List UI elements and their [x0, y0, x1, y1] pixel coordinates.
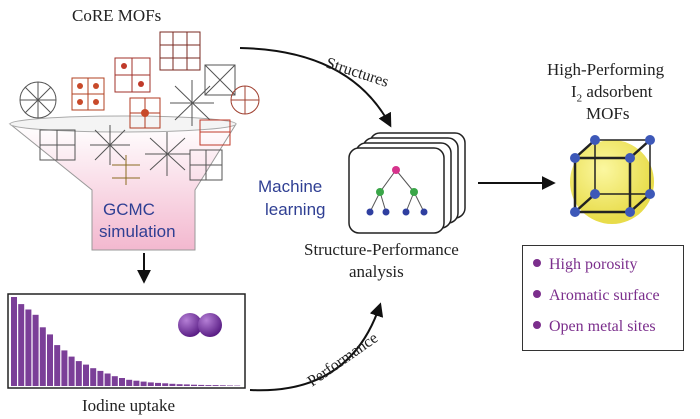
histogram-bar	[126, 379, 133, 386]
bullet-icon	[533, 321, 541, 330]
histogram-bar	[176, 384, 183, 386]
histogram-bars	[11, 297, 241, 387]
histogram-bar	[18, 304, 25, 386]
histogram-bar	[155, 382, 161, 386]
mof-structure-12	[189, 149, 223, 181]
result-label-line1: High-Performing	[547, 60, 665, 79]
mof-structure-5	[204, 64, 236, 96]
mof-structure-11	[145, 132, 190, 176]
mof-structure-7	[170, 80, 214, 126]
histogram-bar	[219, 385, 226, 386]
histogram-bar	[183, 384, 190, 386]
arrow-performance	[249, 302, 384, 392]
histogram-bar	[104, 373, 111, 386]
histogram-bar	[140, 381, 147, 387]
mof-structure-1	[19, 81, 57, 119]
histogram-bar	[198, 384, 205, 386]
histogram-bar	[68, 356, 75, 386]
result-label-line3: MOFs	[586, 104, 630, 123]
analysis-label-line2: analysis	[349, 262, 404, 281]
ml-label-line2: learning	[265, 200, 326, 219]
gcmc-label-line1: GCMC	[103, 200, 155, 219]
histogram-bar	[111, 376, 118, 386]
gcmc-label-line2: simulation	[99, 222, 176, 241]
property-item: Aromatic surface	[533, 287, 660, 305]
iodine-molecule-icon	[178, 313, 222, 337]
result-label-line2: I2 adsorbent	[571, 82, 653, 104]
mof-structure-4	[159, 31, 201, 71]
mof-structure-13	[199, 119, 231, 146]
arrow-structures	[239, 47, 392, 128]
histogram-bar	[119, 378, 125, 386]
histogram-bar	[47, 334, 53, 386]
property-text: Open metal sites	[549, 318, 656, 335]
histogram-bar	[133, 380, 140, 386]
histogram-bar	[205, 385, 212, 386]
histogram-bar	[90, 368, 97, 386]
histogram-bar	[227, 385, 233, 386]
property-list: High porosity Aromatic surface Open meta…	[522, 245, 684, 351]
mof-structure-10	[90, 125, 130, 165]
histogram-bar	[25, 309, 32, 386]
mof-structure-8	[230, 85, 260, 115]
label-performance: Performance	[305, 329, 382, 390]
histogram-bar	[61, 350, 68, 386]
histogram-bar	[54, 345, 61, 386]
iodine-symbol: I	[571, 82, 577, 101]
mof-structure-6	[129, 97, 161, 129]
mof-cube-icon	[570, 135, 655, 224]
mof-structure-9	[39, 129, 76, 161]
property-text: High porosity	[549, 256, 638, 273]
property-item: High porosity	[533, 256, 637, 274]
iodine-uptake-label: Iodine uptake	[82, 396, 175, 415]
property-item: Open metal sites	[533, 318, 656, 336]
histogram-bar	[11, 297, 17, 386]
core-mofs-title: CoRE MOFs	[72, 6, 162, 25]
histogram-bar	[83, 364, 89, 386]
ml-model-stack	[348, 132, 466, 234]
histogram-bar	[97, 370, 104, 386]
ml-label-line1: Machine	[258, 177, 323, 196]
mof-structure-2	[71, 77, 105, 111]
mof-structure-14	[112, 155, 140, 185]
adsorbent-text: adsorbent	[582, 82, 653, 101]
histogram-bar	[169, 383, 176, 386]
bullet-icon	[533, 290, 541, 299]
property-text: Aromatic surface	[549, 287, 660, 304]
analysis-label-line1: Structure-Performance	[304, 240, 459, 259]
histogram-bar	[147, 382, 154, 386]
bullet-icon	[533, 259, 541, 268]
histogram-bar	[75, 361, 82, 386]
histogram-bar	[32, 314, 39, 386]
mof-structures	[19, 31, 260, 185]
histogram-bar	[212, 385, 219, 386]
histogram-bar	[39, 327, 46, 386]
histogram-bar	[191, 384, 197, 386]
histogram-bar	[162, 383, 169, 386]
iodine-subscript: 2	[576, 92, 583, 105]
decision-tree-icon	[366, 166, 428, 216]
mof-structure-3	[114, 57, 151, 93]
